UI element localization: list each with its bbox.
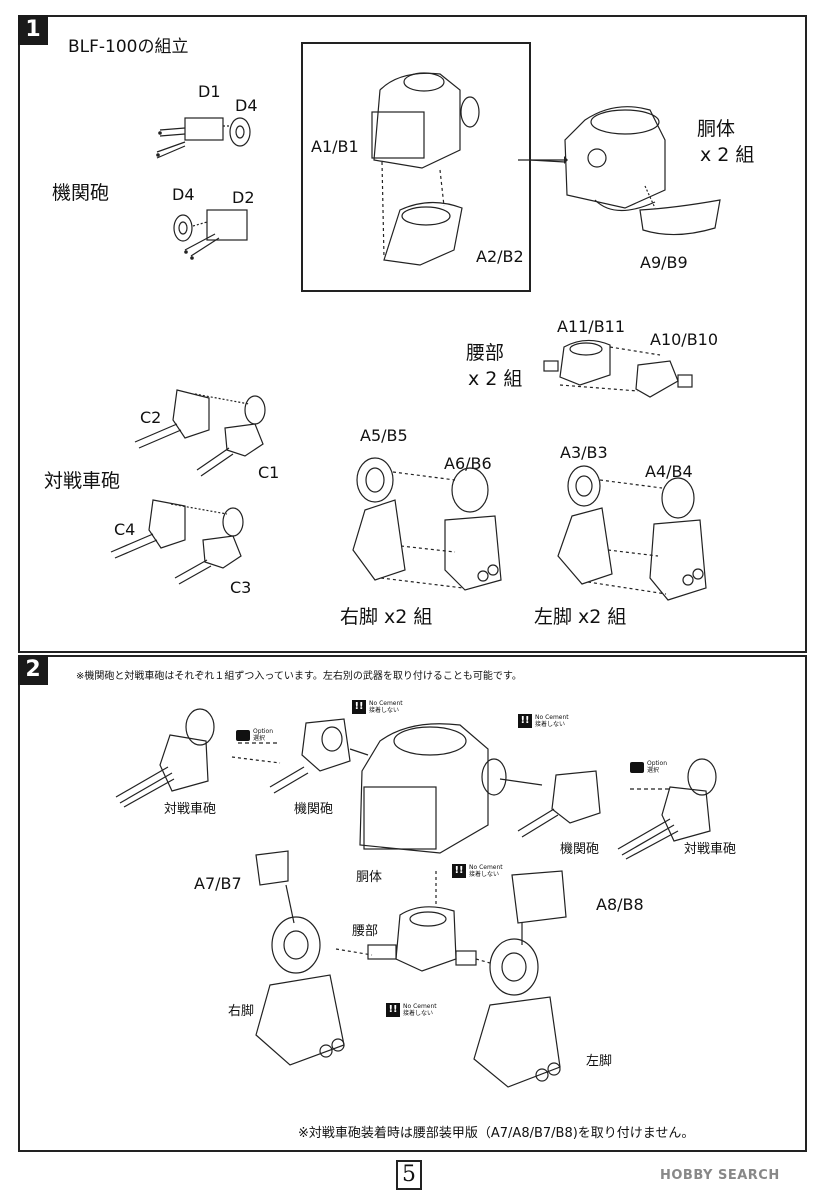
step2-number: 2 <box>18 655 48 685</box>
warning-icon: !! <box>386 1003 400 1017</box>
label-antitank-left: 対戦車砲 <box>164 802 217 817</box>
no-cement-jp: 接着しない <box>369 707 400 714</box>
label-c1: C1 <box>258 463 280 482</box>
waist-parts-drawing <box>543 339 693 398</box>
label-torso-qty: x 2 組 <box>700 144 755 166</box>
label-a8b8: A8/B8 <box>596 895 644 914</box>
antitank-parts-drawing <box>110 389 266 585</box>
no-cement-jp: 接着しない <box>535 721 566 728</box>
step2-panel <box>18 655 807 1152</box>
label-a3b3: A3/B3 <box>560 443 608 462</box>
label-a11b11: A11/B11 <box>557 317 626 336</box>
label-a6b6: A6/B6 <box>444 454 492 473</box>
step1-number: 1 <box>18 15 48 45</box>
label-d2: D2 <box>232 188 255 207</box>
label-waist: 腰部 <box>466 342 505 364</box>
label-d4-bottom: D4 <box>172 185 195 204</box>
label-right-leg: 右脚 x2 組 <box>340 606 433 628</box>
label-a4b4: A4/B4 <box>645 462 693 481</box>
option-jp: 選択 <box>253 735 266 742</box>
label-a9b9: A9/B9 <box>640 253 688 272</box>
label-left-leg-2: 左脚 <box>586 1054 613 1069</box>
option-eye-icon <box>236 729 250 741</box>
left-leg-parts-drawing <box>557 465 707 601</box>
label-machinegun-left: 機関砲 <box>294 802 334 817</box>
torso-assembled-drawing <box>529 106 721 236</box>
step2-note: ※機関砲と対戦車砲はそれぞれ１組ずつ入っています。左右別の武器を取り付けることも… <box>76 671 522 682</box>
machinegun-parts-drawing <box>156 117 251 260</box>
no-cement-en: No Cement <box>403 1003 437 1010</box>
right-leg-parts-drawing <box>352 457 502 591</box>
label-machinegun-right: 機関砲 <box>560 842 600 857</box>
label-torso-2: 胴体 <box>356 870 383 885</box>
step2-footnote: ※対戦車砲装着時は腰部装甲版（A7/A8/B7/B8)を取り付けません。 <box>298 1126 695 1141</box>
label-c2: C2 <box>140 408 162 427</box>
warning-icon: !! <box>518 714 532 728</box>
option-en: Option <box>647 760 668 767</box>
label-a1b1: A1/B1 <box>311 137 359 156</box>
label-a5b5: A5/B5 <box>360 426 408 445</box>
no-cement-jp: 接着しない <box>469 871 500 878</box>
torso-arrow <box>518 156 568 164</box>
no-cement-en: No Cement <box>369 700 403 707</box>
no-cement-jp: 接着しない <box>403 1010 434 1017</box>
page-number: 5 <box>396 1160 422 1190</box>
torso-parts-drawing <box>371 72 480 266</box>
label-waist-qty: x 2 組 <box>468 368 523 390</box>
label-machinegun: 機関砲 <box>52 182 110 204</box>
label-waist-2: 腰部 <box>352 924 379 939</box>
label-c4: C4 <box>114 520 136 539</box>
label-right-leg-2: 右脚 <box>228 1004 255 1019</box>
label-antitank-right: 対戦車砲 <box>684 842 737 857</box>
label-left-leg: 左脚 x2 組 <box>534 606 627 628</box>
label-a7b7: A7/B7 <box>194 874 242 893</box>
label-a10b10: A10/B10 <box>650 330 719 349</box>
no-cement-en: No Cement <box>469 864 503 871</box>
warning-icon: !! <box>452 864 466 878</box>
label-c3: C3 <box>230 578 252 597</box>
label-torso: 胴体 <box>697 118 736 140</box>
watermark: HOBBY SEARCH <box>660 1168 780 1183</box>
no-cement-en: No Cement <box>535 714 569 721</box>
label-d1: D1 <box>198 82 221 101</box>
step1-panel <box>18 15 807 653</box>
label-d4-top: D4 <box>235 96 258 115</box>
option-jp: 選択 <box>647 767 660 774</box>
torso-inset <box>301 42 531 292</box>
step2-assembly-drawing <box>115 708 717 1088</box>
step1-title: BLF-100の組立 <box>68 37 189 57</box>
warning-icon: !! <box>352 700 366 714</box>
option-en: Option <box>253 728 274 735</box>
option-eye-icon <box>630 761 644 773</box>
label-a2b2: A2/B2 <box>476 247 524 266</box>
label-antitank: 対戦車砲 <box>44 470 121 492</box>
